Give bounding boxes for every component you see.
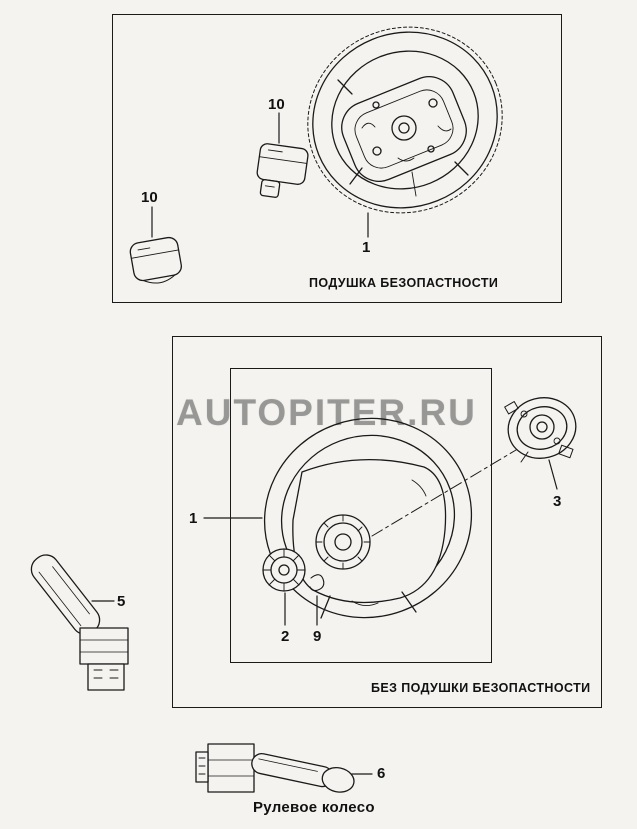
label-wheel-airbag: 1 <box>362 239 371 256</box>
caption-airbag: ПОДУШКА БЕЗОПАСТНОСТИ <box>309 276 499 290</box>
panel-airbag-version <box>112 14 562 303</box>
label-stalk-left: 5 <box>117 593 126 610</box>
panel-no-airbag-version <box>172 336 602 708</box>
caption-no-airbag: БЕЗ ПОДУШКИ БЕЗОПАСТНОСТИ <box>371 681 591 695</box>
label-ring: 2 <box>281 628 290 645</box>
label-bracket-lower: 10 <box>141 189 158 206</box>
stalk-switch-bottom-drawing <box>195 743 355 793</box>
label-clockspring: 3 <box>553 493 562 510</box>
page-title: Рулевое колесо <box>253 799 375 816</box>
label-wheel-plain: 1 <box>189 510 198 527</box>
stalk-switch-left-drawing <box>30 554 129 691</box>
label-stalk-bottom: 6 <box>377 765 386 782</box>
label-bracket-upper: 10 <box>268 96 285 113</box>
label-clip: 9 <box>313 628 322 645</box>
watermark-text: AUTOPITER.RU <box>176 392 477 433</box>
